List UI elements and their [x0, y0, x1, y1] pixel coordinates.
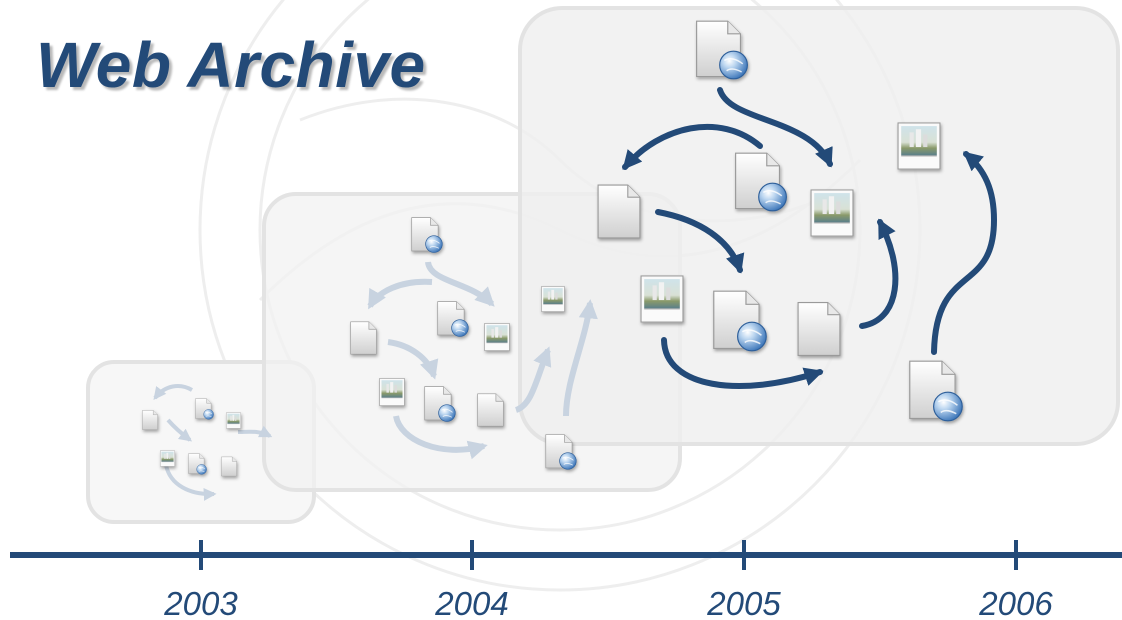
cluster-2003	[142, 384, 273, 501]
faded-arrow	[153, 384, 273, 501]
year-label-2003: 2003	[163, 585, 238, 620]
document-icon	[477, 393, 504, 427]
year-label-2006: 2006	[978, 585, 1053, 620]
timeline: 2003 2004 2005 2006	[10, 540, 1122, 620]
cluster-2005	[597, 20, 998, 422]
image-file-icon	[897, 122, 941, 170]
image-file-icon	[226, 412, 241, 429]
document-icon	[597, 184, 641, 239]
cluster-2004	[350, 217, 598, 470]
image-file-icon	[640, 275, 684, 323]
image-file-icon	[379, 378, 405, 406]
year-label-2005: 2005	[706, 585, 781, 620]
page-title: Web Archive	[36, 29, 426, 101]
document-icon	[221, 456, 237, 477]
document-icon	[142, 410, 158, 430]
document-icon	[797, 302, 841, 356]
image-file-icon	[541, 286, 565, 312]
image-file-icon	[484, 323, 510, 351]
year-label-2004: 2004	[434, 585, 508, 620]
flow-arrow	[622, 87, 998, 389]
image-file-icon	[810, 189, 854, 237]
image-file-icon	[160, 450, 175, 467]
faded-arrow	[367, 261, 598, 460]
document-icon	[350, 321, 377, 355]
